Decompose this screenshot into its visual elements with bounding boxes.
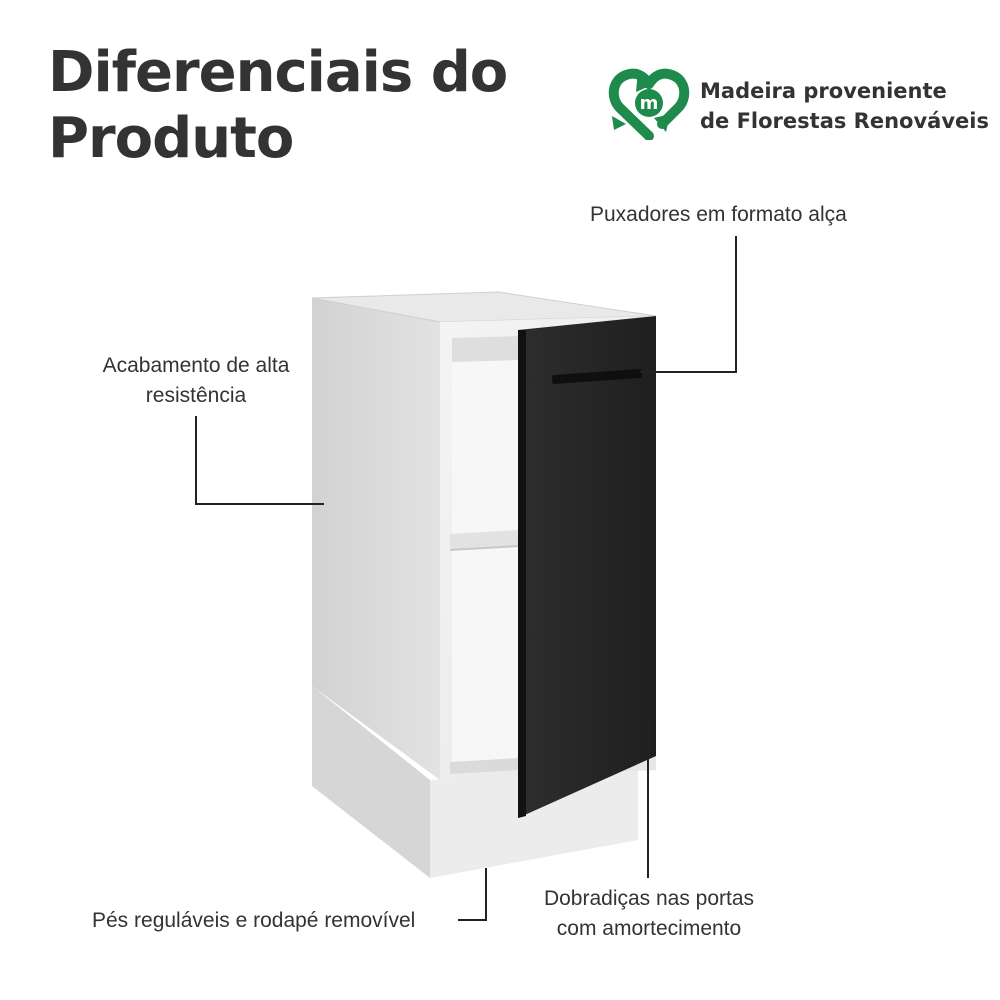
cabinet-interior xyxy=(452,336,520,770)
eco-badge: m Madeira proveniente de Florestas Renov… xyxy=(608,66,989,142)
page-title: Diferenciais do Produto xyxy=(48,40,508,172)
label-hinges-line-2: com amortecimento xyxy=(556,917,742,940)
plinth-front xyxy=(430,768,638,878)
label-feet: Pés reguláveis e rodapé removível xyxy=(92,909,416,932)
callout-line-handle xyxy=(640,236,737,373)
title-line-1: Diferenciais do xyxy=(48,40,508,105)
label-hinges-line-1: Dobradiças nas portas xyxy=(543,887,755,910)
eco-line-1: Madeira proveniente xyxy=(700,79,947,103)
interior-shadow xyxy=(452,336,520,362)
eco-line-2: de Florestas Renováveis xyxy=(700,109,989,133)
recycle-heart-icon: m xyxy=(608,68,690,140)
door-edge xyxy=(518,330,526,818)
eco-text: Madeira proveniente de Florestas Renováv… xyxy=(700,76,989,136)
cabinet-door xyxy=(518,316,656,818)
label-hinges: Dobradiças nas portas com amortecimento xyxy=(526,884,772,944)
callout-line-feet xyxy=(458,868,487,921)
label-finish-line-2: resistência xyxy=(145,384,247,407)
cabinet-bottom-panel xyxy=(450,758,520,774)
label-finish: Acabamento de alta resistência xyxy=(90,351,302,411)
label-finish-line-1: Acabamento de alta xyxy=(102,354,290,377)
label-handle: Puxadores em formato alça xyxy=(590,203,847,226)
door-handle xyxy=(551,369,643,384)
title-line-2: Produto xyxy=(48,106,294,171)
cabinet-shelf xyxy=(450,530,520,550)
callout-line-finish xyxy=(195,416,324,505)
cabinet-side-panel xyxy=(312,298,440,780)
eco-logo-letter: m xyxy=(640,93,659,114)
plinth-side xyxy=(312,686,430,878)
